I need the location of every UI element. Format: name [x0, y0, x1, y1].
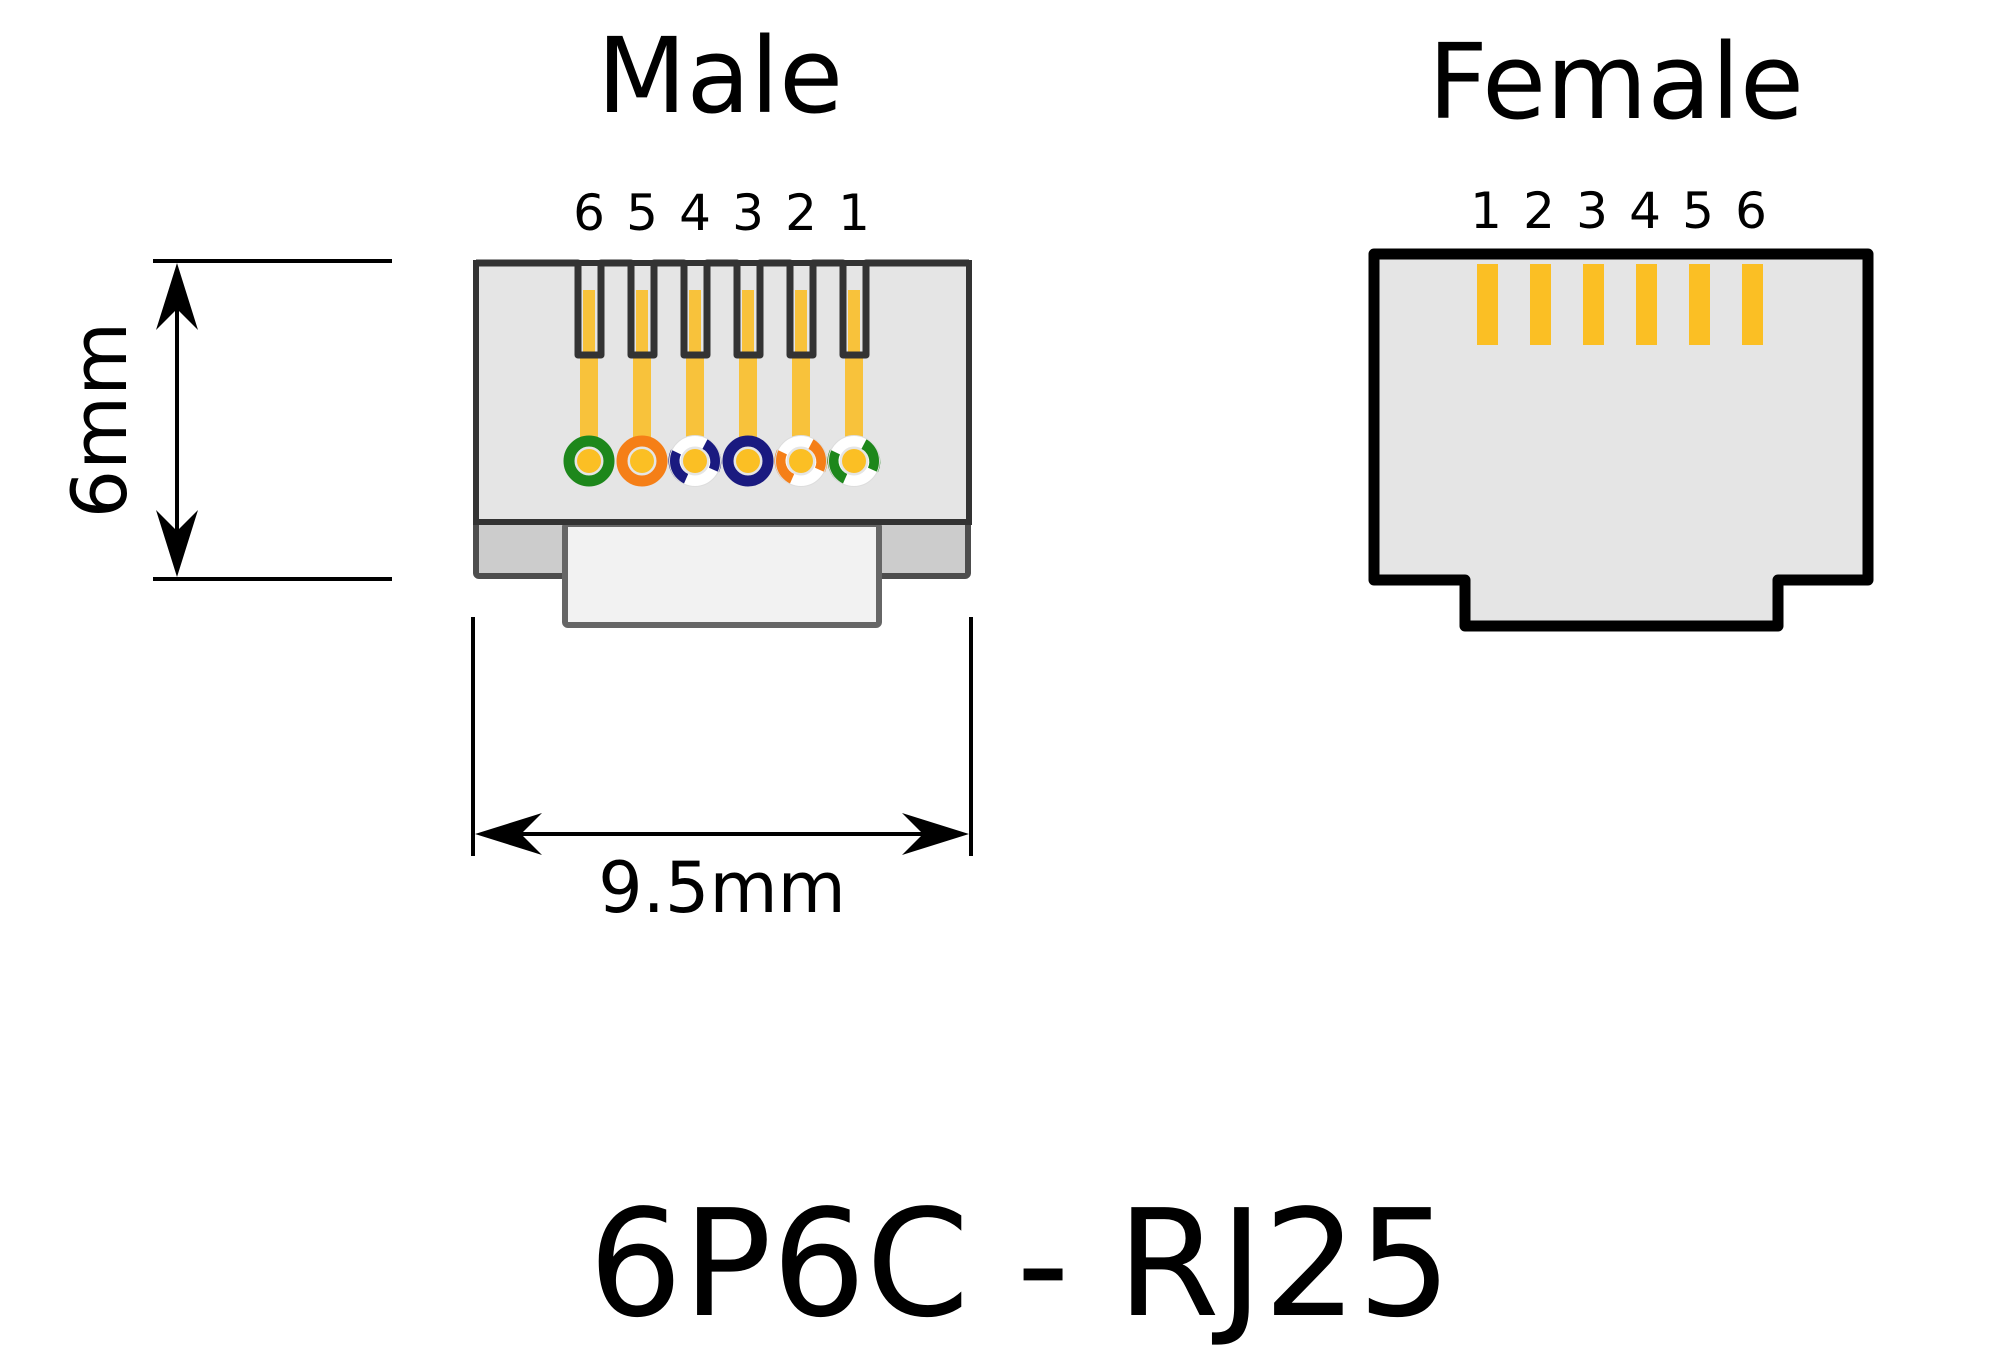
wire-orange — [616, 435, 668, 487]
male-pin-number: 2 — [785, 184, 817, 242]
wire-green — [563, 435, 615, 487]
wire-leads — [580, 356, 863, 444]
jack-contact — [1742, 264, 1763, 345]
female-pin-number: 4 — [1629, 182, 1661, 240]
plug-contacts — [583, 290, 860, 354]
jack-contact — [1636, 264, 1657, 345]
wire-lead — [580, 356, 598, 444]
wire-lead — [845, 356, 863, 444]
jack-contacts — [1477, 264, 1763, 345]
wire-cores — [577, 449, 866, 473]
female-pin-number: 6 — [1735, 182, 1767, 240]
latch-tab — [562, 521, 882, 628]
wire-lead — [686, 356, 704, 444]
female-pin-number: 1 — [1470, 182, 1502, 240]
height-label: 6mm — [55, 322, 144, 518]
wire-lead — [633, 356, 651, 444]
wire-core — [683, 449, 707, 473]
wire-core — [789, 449, 813, 473]
wire-blue — [722, 435, 774, 487]
male-pin-number: 1 — [838, 184, 870, 242]
jack-contact — [1583, 264, 1604, 345]
male-pin-number: 4 — [679, 184, 711, 242]
wire-core — [736, 449, 760, 473]
wire-conductors — [563, 435, 881, 487]
male-title: Male — [597, 15, 843, 137]
wire-core — [842, 449, 866, 473]
width-dimension: 9.5mm — [471, 617, 973, 929]
wire-lead — [739, 356, 757, 444]
plug-contact — [742, 290, 754, 354]
wire-white-orange — [774, 435, 828, 487]
arrow-left-icon — [475, 813, 542, 855]
female-pin-number: 3 — [1576, 182, 1608, 240]
plug-body — [473, 260, 972, 525]
male-pin-number: 5 — [626, 184, 658, 242]
wire-white-blue — [668, 435, 722, 487]
plug-contact — [583, 290, 595, 354]
female-title: Female — [1428, 21, 1804, 143]
wire-lead — [792, 356, 810, 444]
jack-body — [1368, 248, 1874, 632]
width-label: 9.5mm — [598, 847, 846, 929]
plug-contact — [636, 290, 648, 354]
female-pin-number: 5 — [1682, 182, 1714, 240]
plug-contact — [795, 290, 807, 354]
jack-contact — [1477, 264, 1498, 345]
male-plug — [473, 259, 972, 628]
male-pin-number: 6 — [573, 184, 605, 242]
female-pin-number: 2 — [1523, 182, 1555, 240]
height-dimension: 6mm — [55, 259, 392, 581]
female-pin-numbers: 1 2 3 4 5 6 — [1470, 182, 1767, 240]
arrow-right-icon — [902, 813, 969, 855]
plug-slot-outline — [476, 259, 969, 359]
male-pin-number: 3 — [732, 184, 764, 242]
plug-contact — [689, 290, 701, 354]
wire-white-green — [827, 435, 881, 487]
jack-contact — [1689, 264, 1710, 345]
connector-title: 6P6C - RJ25 — [588, 1178, 1451, 1350]
jack-contact — [1530, 264, 1551, 345]
male-pin-numbers: 6 5 4 3 2 1 — [573, 184, 870, 242]
female-jack — [1368, 248, 1874, 632]
wire-core — [577, 449, 601, 473]
arrow-down-icon — [156, 510, 198, 577]
wire-core — [630, 449, 654, 473]
arrow-up-icon — [156, 263, 198, 330]
plug-contact — [848, 290, 860, 354]
